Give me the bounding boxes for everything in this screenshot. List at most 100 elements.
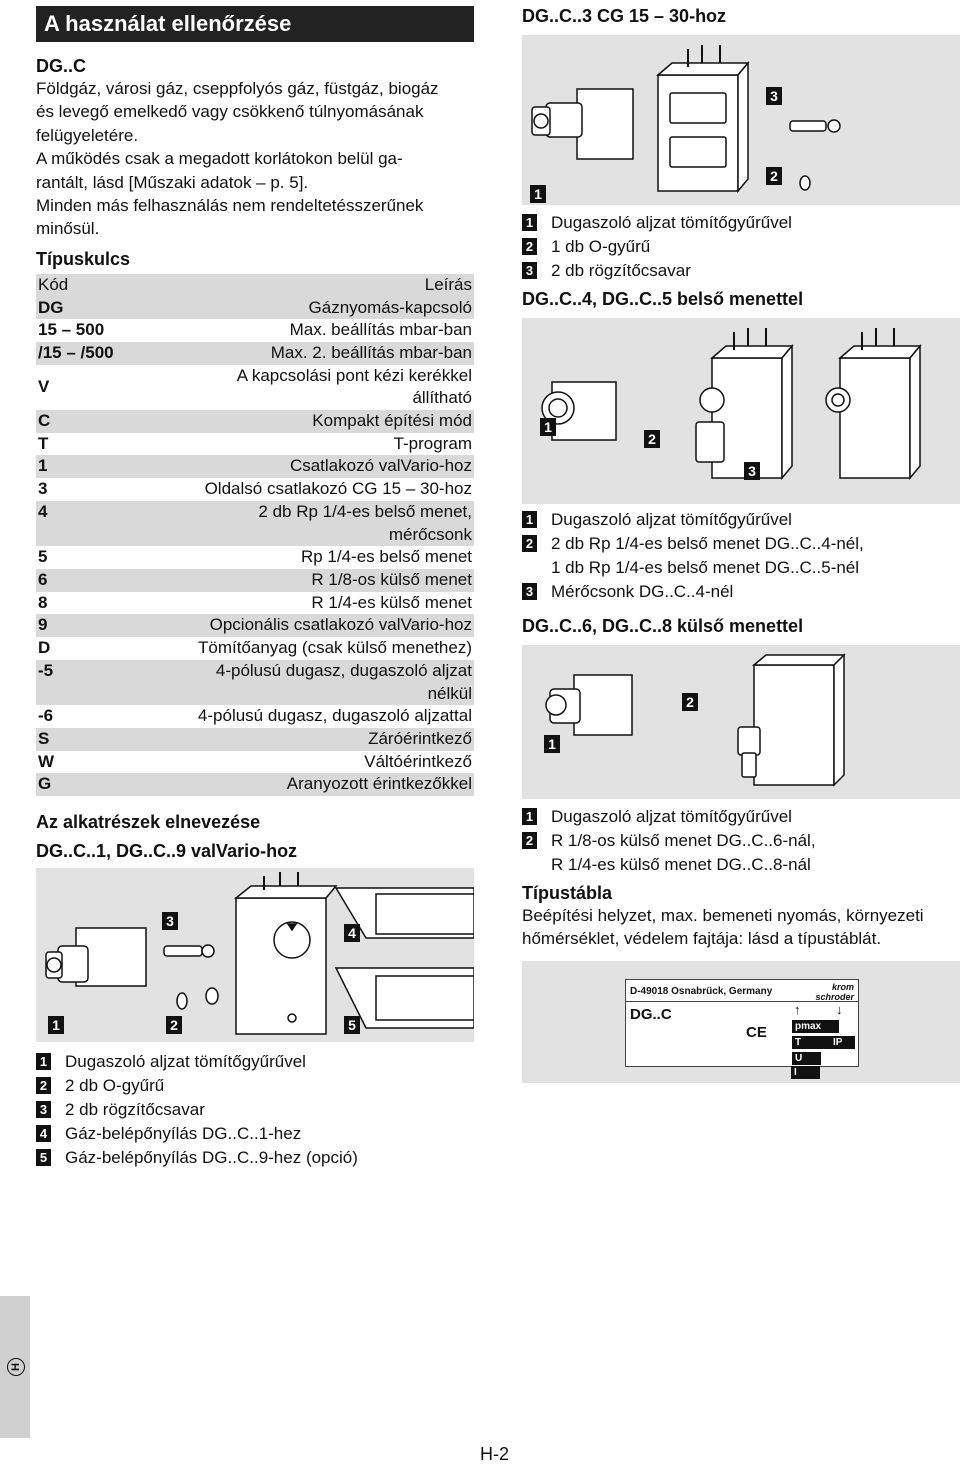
legend-item: 2 R 1/8-os külső menet DG..C..6-nál, — [522, 829, 960, 853]
legend-text: R 1/8-os külső menet DG..C..6-nál, — [551, 831, 816, 850]
legend-item: 3 Mérőcsonk DG..C..4-nél — [522, 580, 960, 604]
legend-text: 2 db Rp 1/4-es belső menet DG..C..4-nél, — [551, 534, 864, 553]
legend-item: 1 db Rp 1/4-es belső menet DG..C..5-nél — [522, 556, 960, 580]
fig4-heading: DG..C..6, DG..C..8 külső menettel — [522, 616, 804, 636]
usage-text: Földgáz, városi gáz, cseppfolyós gáz, fü… — [36, 77, 474, 241]
usage-line: minősül. — [36, 219, 100, 239]
ce-mark: CE — [746, 1023, 767, 1041]
type-key-code: -5 — [36, 659, 120, 706]
type-key-row: 4 2 db Rp 1/4-es belső menet,mérőcsonk — [36, 500, 474, 547]
legend-text: Dugaszoló aljzat tömítőgyűrűvel — [551, 213, 792, 232]
legend-item: 1 Dugaszoló aljzat tömítőgyűrűvel — [522, 805, 960, 829]
legend-text: 1 db Rp 1/4-es belső menet DG..C..5-nél — [551, 558, 860, 577]
type-key-desc: Max. 2. beállítás mbar-ban — [120, 341, 474, 365]
nameplate-line: hőmérséklet, védelem fajtája: lásd a típ… — [522, 929, 882, 949]
legend-text: Gáz-belépőnyílás DG..C..9-hez (opció) — [65, 1148, 358, 1168]
type-key-desc: R 1/4-es külső menet — [311, 592, 472, 612]
fig3-callout-1: 1 — [540, 418, 556, 436]
legend-number: 4 — [36, 1125, 51, 1143]
legend-text: Dugaszoló aljzat tömítőgyűrűvel — [551, 807, 792, 826]
fig4-callout-1: 1 — [544, 735, 560, 753]
page-number: H-2 — [480, 1444, 510, 1464]
nameplate-divider — [626, 1000, 858, 1002]
right-column: DG..C..3 CG 15 – 30-hoz 1 2 3 — [522, 6, 960, 1083]
legend-number: 3 — [522, 583, 537, 600]
type-key-desc: Csatlakozó valVario-hoz — [120, 455, 474, 479]
legend-item: 2 1 db O-gyűrű — [522, 235, 960, 259]
type-key-code: /15 – /500 — [36, 341, 120, 365]
type-key-code: C — [36, 410, 120, 433]
type-key-desc: 4-pólusú dugasz, dugaszoló aljzattal — [197, 706, 472, 726]
fig4-callout-2: 2 — [682, 693, 698, 711]
fig1-drawing — [45, 872, 474, 1035]
fig4-illustration: 1 2 — [522, 645, 960, 799]
down-arrow-icon: ↓ — [836, 1001, 843, 1017]
nameplate-text: Beépítési helyzet, max. bemeneti nyomás,… — [522, 904, 960, 951]
type-key-desc-line: 2 db Rp 1/4-es belső menet, — [258, 501, 472, 521]
legend-number: 2 — [522, 238, 537, 255]
fig1-heading: DG..C..1, DG..C..9 valVario-hoz — [36, 841, 298, 862]
fig1-callout-1: 1 — [48, 1016, 64, 1035]
type-key-desc: Rp 1/4-es belső menet — [300, 547, 472, 567]
type-key-code: 3 — [38, 479, 48, 499]
type-key-desc-line: mérőcsonk — [388, 524, 472, 544]
legend-text: R 1/4-es külső menet DG..C..8-nál — [551, 855, 811, 874]
usage-line: felügyeletére. — [36, 125, 139, 145]
pmax-field: pmax — [792, 1019, 839, 1033]
fig2-drawing — [531, 45, 841, 194]
type-key-header-code: Kód — [36, 273, 120, 297]
legend-number: 1 — [36, 1053, 51, 1071]
usage-heading: DG..C — [36, 56, 87, 76]
legend-item: R 1/4-es külső menet DG..C..8-nál — [522, 853, 960, 877]
type-key-desc: Aranyozott érintkezőkkel — [120, 773, 474, 797]
type-key-code: 6 — [36, 568, 120, 592]
fig3-callout-2: 2 — [644, 430, 660, 448]
fig3-heading: DG..C..4, DG..C..5 belső menettel — [522, 289, 804, 309]
type-key-header-row: Kód Leírás — [36, 273, 474, 297]
brand-logo: krom schroder — [815, 982, 854, 1002]
fig2-illustration: 1 2 3 — [522, 35, 960, 205]
language-side-tab: H — [0, 1296, 30, 1438]
type-key-desc: Max. beállítás mbar-ban — [289, 320, 472, 340]
type-key-code: V — [38, 377, 50, 396]
voltage-field: U — [792, 1051, 821, 1065]
type-key-code: D — [38, 638, 51, 658]
fig3-drawing — [541, 328, 922, 481]
legend-number: 2 — [522, 832, 537, 849]
usage-line: rantált, lásd [Műszaki adatok – p. 5]. — [36, 172, 309, 192]
temperature-field: T — [792, 1035, 839, 1049]
fig2-callout-2: 2 — [766, 167, 782, 185]
legend-text: 1 db O-gyűrű — [551, 237, 651, 256]
type-key-code: W — [38, 751, 55, 771]
usage-section: DG..C Földgáz, városi gáz, cseppfolyós g… — [36, 56, 474, 241]
type-key-desc-line: állítható — [412, 388, 472, 408]
legend-text: Mérőcsonk DG..C..4-nél — [551, 582, 734, 601]
fig1-callout-2: 2 — [166, 1016, 182, 1035]
type-key-desc: Váltóérintkező — [364, 751, 472, 771]
usage-line: és levegő emelkedő vagy csökkenő túlnyom… — [36, 102, 424, 122]
legend-text: Dugaszoló aljzat tömítőgyűrűvel — [65, 1052, 306, 1072]
nameplate-address: D-49018 Osnabrück, Germany — [630, 985, 773, 997]
legend-text: 2 db rögzítőcsavar — [551, 261, 691, 280]
legend-number: 1 — [522, 808, 537, 825]
legend-number: 3 — [522, 262, 537, 279]
